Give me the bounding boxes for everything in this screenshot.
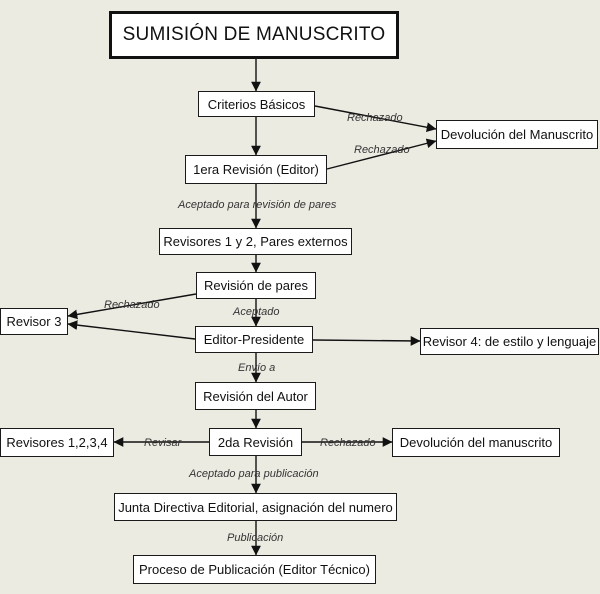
edge-label-aceptado: Aceptado <box>233 306 280 318</box>
edge-label-aceptado-publicacion: Aceptado para publicación <box>189 468 319 480</box>
node-revisor-4-estilo-lenguaje: Revisor 4: de estilo y lenguaje <box>420 328 599 355</box>
node-criterios-basicos: Criterios Básicos <box>198 91 315 117</box>
edge-label-rechazado-revision2: Rechazado <box>320 437 376 449</box>
node-junta-directiva-editorial: Junta Directiva Editorial, asignación de… <box>114 493 397 521</box>
diagram-title: SUMISIÓN DE MANUSCRITO <box>109 11 399 59</box>
node-devolucion-manuscrito-2: Devolución del manuscrito <box>392 428 560 457</box>
edge-editor-to-revisor3 <box>67 320 196 340</box>
edge-label-publicacion: Publicación <box>227 532 284 544</box>
edge-criterios-to-devolucion <box>314 105 437 133</box>
node-segunda-revision: 2da Revisión <box>209 428 302 456</box>
node-revisor-3: Revisor 3 <box>0 308 68 335</box>
edge-label-rechazado-criterios: Rechazado <box>347 112 403 124</box>
edge-label-rechazado-pares: Rechazado <box>104 299 160 311</box>
edge-label-aceptado-revision-pares: Aceptado para revisión de pares <box>178 199 337 211</box>
node-revisores-1-2-3-4: Revisores 1,2,3,4 <box>0 428 114 457</box>
node-proceso-de-publicacion: Proceso de Publicación (Editor Técnico) <box>133 555 376 584</box>
node-devolucion-manuscrito-1: Devolución del Manuscrito <box>436 120 598 149</box>
edge-pares-to-revisor3 <box>67 293 197 320</box>
node-primera-revision-editor: 1era Revisión (Editor) <box>185 155 327 184</box>
node-revision-de-pares: Revisión de pares <box>196 272 316 299</box>
node-editor-presidente: Editor-Presidente <box>195 326 313 353</box>
edge-label-rechazado-revision1: Rechazado <box>354 144 410 156</box>
edge-label-revisar: Revisar <box>144 437 182 449</box>
node-revisores-1-2-pares-externos: Revisores 1 y 2, Pares externos <box>159 228 352 255</box>
edge-revision1-to-devolucion <box>326 138 437 170</box>
edge-editor-to-revisor4 <box>312 336 421 346</box>
edge-label-envio-a: Envío a <box>238 362 276 374</box>
node-revision-del-autor: Revisión del Autor <box>195 382 316 410</box>
